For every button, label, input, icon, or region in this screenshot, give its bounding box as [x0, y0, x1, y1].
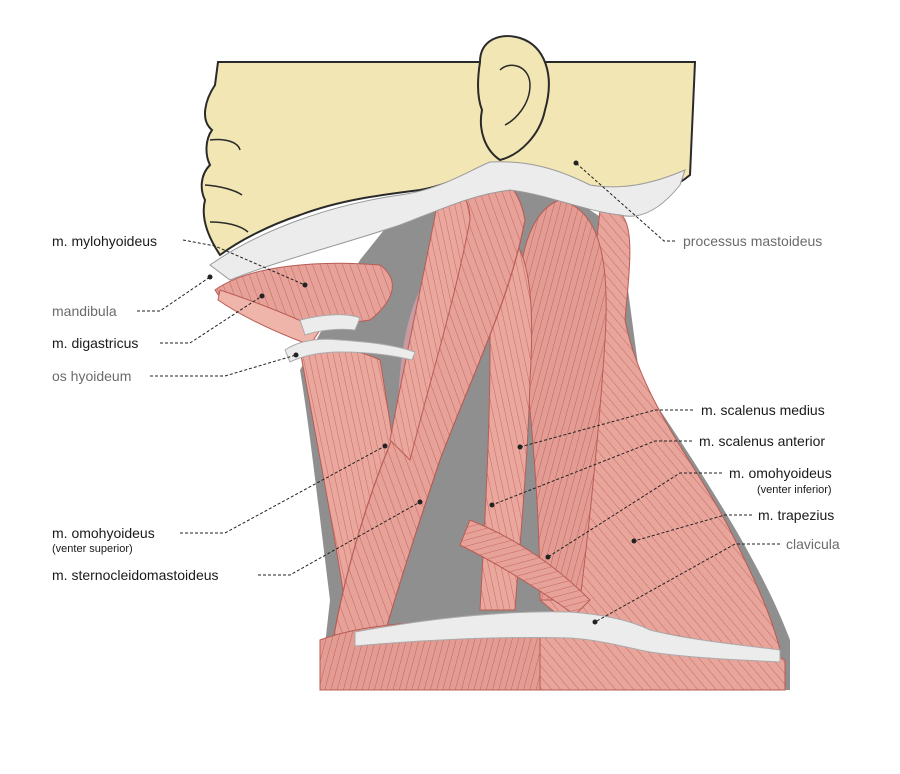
leader-hyoideum [150, 354, 297, 377]
label-hyoideum: os hyoideum [52, 368, 132, 384]
label-omohyoideus-inferior: m. omohyoideus [729, 465, 832, 481]
leader-mylohyoideus [182, 239, 306, 286]
leader-digastricus [160, 295, 263, 344]
leader-scalenus-medius [519, 409, 693, 448]
leader-clavicula [594, 543, 780, 623]
leader-trapezius [633, 514, 752, 542]
label-mandibula: mandibula [52, 303, 117, 319]
leader-mastoideus [575, 162, 675, 242]
label-processus-mastoideus: processus mastoideus [683, 233, 823, 249]
omohyoideus-inferior-muscle [459, 519, 591, 616]
label-sternocleidomastoideus: m. sternocleidomastoideus [52, 567, 219, 583]
leader-mandibula [137, 276, 211, 312]
hyoid-horn [299, 314, 361, 336]
label-mylohyoideus: m. mylohyoideus [52, 233, 158, 249]
nostril [209, 138, 241, 151]
mouth [204, 184, 243, 196]
sternocleidomastoideus-muscle-2 [389, 188, 471, 461]
ear [477, 35, 550, 162]
label-digastricus: m. digastricus [52, 335, 139, 351]
label-scalenus-anterior: m. scalenus anterior [699, 433, 826, 449]
chin-line [209, 221, 249, 233]
clavicle-bone [354, 611, 781, 663]
leader-sternocleido [258, 501, 421, 576]
leader-omohyoideus-inf [547, 472, 722, 558]
ear-inner [499, 64, 531, 126]
label-trapezius: m. trapezius [758, 507, 835, 523]
label-omohyoideus-superior: m. omohyoideus [52, 525, 155, 541]
label-omohyoideus-inferior-sub: (venter inferior) [757, 484, 832, 496]
hyoid-bone [284, 338, 416, 363]
leader-omohyoideus-sup [180, 445, 386, 534]
label-clavicula: clavicula [786, 536, 840, 552]
leader-scalenus-anterior [491, 440, 692, 506]
label-scalenus-medius: m. scalenus medius [701, 402, 825, 418]
label-omohyoideus-superior-sub: (venter superior) [52, 543, 133, 555]
mandible-bone [209, 161, 686, 281]
